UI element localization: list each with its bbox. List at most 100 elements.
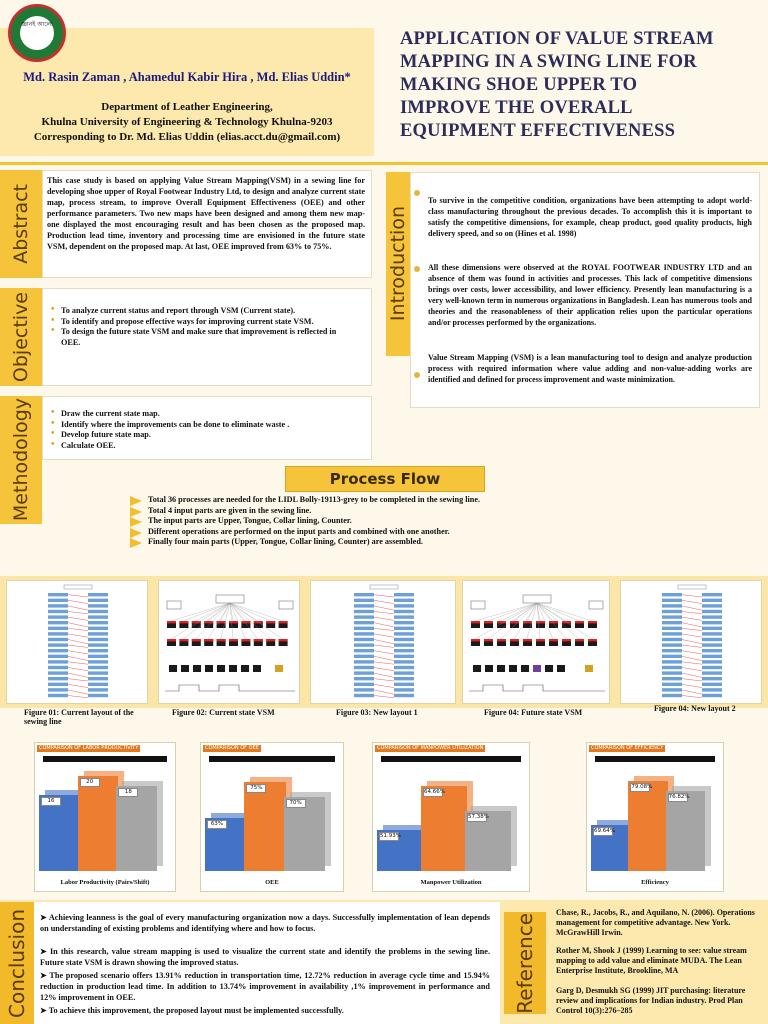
layout-flow-line [681, 600, 703, 604]
vsm-process-header [229, 639, 238, 642]
layout-station [48, 693, 68, 698]
layout-station [354, 688, 374, 692]
layout-station [702, 632, 722, 636]
header-divider [0, 162, 768, 165]
conclusion-paragraph-4: ➤ To achieve this improvement, the propo… [40, 1006, 344, 1015]
vsm-process-header [204, 639, 214, 642]
layout-station [88, 693, 108, 698]
layout-flow-line [681, 672, 703, 678]
vsm-info-line [220, 602, 231, 640]
vsm-assembly-box [497, 665, 505, 672]
layout-flow-line [681, 633, 703, 638]
vsm-process-box [216, 621, 226, 628]
layout-flow-line [373, 616, 395, 621]
reference-label: Reference [513, 912, 537, 1014]
layout-flow-line [373, 600, 395, 604]
conclusion-panel [34, 902, 500, 1024]
layout-station [354, 682, 374, 686]
vsm-process-header [575, 639, 584, 642]
layout-station [354, 598, 374, 602]
vsm-process-header [484, 621, 493, 624]
vsm-process-box [179, 639, 189, 646]
vsm-process-box [278, 639, 288, 646]
vsm-process-box [497, 639, 506, 646]
objective-label: Objective [10, 291, 32, 383]
layout-station [48, 626, 68, 630]
layout-flow-line [681, 656, 703, 661]
layout-station [48, 649, 68, 653]
vsm-process-box [588, 621, 597, 628]
layout-station [394, 654, 414, 658]
vsm-process-header [167, 639, 176, 642]
vsm-process-box [204, 639, 214, 646]
abstract-tab: Abstract [0, 170, 42, 278]
layout-flow-line [67, 611, 89, 614]
layout-station [702, 677, 722, 681]
layout-station [48, 665, 68, 670]
layout-station [354, 615, 374, 619]
layout-station [88, 665, 108, 670]
methodology-list: Draw the current state map.Identify wher… [43, 397, 371, 451]
vsm-assembly-box [241, 665, 249, 672]
process-flow-item: Total 4 input parts are given in the sew… [128, 506, 648, 517]
layout-flow-line [681, 622, 703, 628]
introduction-tab: Introduction [386, 172, 410, 356]
layout-flow-line [67, 689, 89, 695]
vsm-info-line [536, 602, 580, 622]
vsm-process-header [588, 621, 597, 624]
figure-caption-4: Figure 04: Future state VSM [484, 708, 583, 717]
conclusion-paragraph-2: ➤ In this research, value stream mapping… [40, 947, 490, 968]
vsm-timeline [469, 684, 605, 692]
vsm-process-header [484, 639, 493, 642]
vsm-process-box [216, 639, 226, 646]
layout-station [702, 598, 722, 602]
vsm-process-header [179, 639, 189, 642]
layout-flow-line [67, 667, 89, 671]
chart-x-label: OEE [265, 879, 279, 886]
layout-station [702, 615, 722, 619]
vsm-supplier-box [166, 600, 182, 610]
header-band [0, 28, 374, 156]
layout-flow-line [67, 594, 89, 598]
vsm-assembly-box [473, 665, 481, 672]
vsm-info-line [536, 602, 567, 640]
layout-station [394, 688, 414, 692]
layout-station [354, 649, 374, 653]
layout-station [48, 660, 68, 664]
vsm-info-line [220, 602, 231, 622]
vsm-process-header [523, 621, 532, 624]
vsm-process-header [241, 639, 251, 642]
layout-station [88, 593, 108, 597]
vsm-process-box [549, 621, 558, 628]
layout-station [394, 598, 414, 602]
objective-item: To design the future state VSM and make … [51, 326, 357, 348]
university: Khulna University of Engineering & Techn… [41, 116, 333, 128]
chart-legend [381, 756, 521, 762]
layout-flow-line [373, 678, 395, 682]
intro-bullet-icon [414, 190, 420, 196]
layout-station [394, 693, 414, 698]
objective-tab: Objective [0, 288, 42, 386]
layout-station [354, 621, 374, 625]
vsm-process-box [179, 621, 189, 628]
methodology-item: Draw the current state map. [51, 408, 357, 420]
vsm-process-header [497, 639, 506, 642]
vsm-process-box [549, 639, 558, 646]
vsm-process-box [588, 639, 597, 646]
layout-station [394, 637, 414, 642]
layout-flow-line [67, 672, 89, 678]
layout-station [48, 677, 68, 681]
vsm-info-line [170, 602, 231, 640]
abstract-panel: This case study is based on applying Val… [42, 170, 372, 278]
vsm-control-box [522, 594, 552, 604]
chart-data-label: 51.93% [379, 831, 401, 841]
reference-2: Rother M, Shook J (1999) Learning to see… [556, 946, 747, 975]
chart-legend [209, 756, 335, 762]
vsm-process-header [253, 639, 263, 642]
chart-title: COMPARISON OF EFFICIENCY [589, 745, 666, 752]
layout-station [88, 649, 108, 653]
vsm-assembly-box [217, 665, 225, 672]
introduction-panel [410, 172, 760, 408]
vsm-assembly-box [533, 665, 541, 672]
layout-station [394, 632, 414, 636]
